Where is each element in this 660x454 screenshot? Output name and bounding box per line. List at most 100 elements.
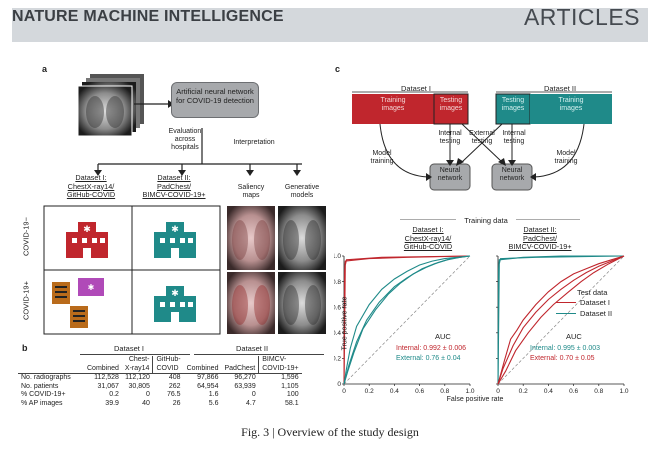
dataset2-title: Dataset II <box>543 84 577 93</box>
col-header: GitHub- COVID <box>152 356 184 374</box>
testing-images-box-1 <box>434 94 468 124</box>
col-header: PadChest <box>224 364 256 372</box>
table-cell: 97,866 <box>197 374 219 381</box>
col-header: Combined <box>186 364 219 372</box>
external-testing-label: External testing <box>469 130 495 145</box>
y-tick-label: 0.2 <box>334 356 341 363</box>
panel-a-figure: ✱ ✱ ✱ ✱ <box>43 74 326 335</box>
saliency-label: Saliency maps <box>237 184 265 199</box>
y-tick-label: 0.8 <box>334 279 341 286</box>
x-tick-label: 0.8 <box>440 388 449 395</box>
section-title: ARTICLES <box>523 4 640 30</box>
svg-text:✱: ✱ <box>171 289 179 299</box>
table-cell: 0.2 <box>109 391 119 398</box>
neural-network-label-2: Neural network <box>499 167 525 182</box>
table-cell: 4.7 <box>246 399 256 407</box>
plot1-auc-label: AUC <box>435 332 451 341</box>
table-header-row: Combined Chest- X-ray14 GitHub- COVID Co… <box>18 356 302 374</box>
panel-a-label: a <box>42 64 48 74</box>
table-row: No. radiographs 112,528 112,120 408 97,8… <box>18 373 302 383</box>
x-tick-label: 0 <box>342 388 346 395</box>
chance-line <box>497 255 625 385</box>
panel-c-label: c <box>335 64 341 74</box>
table-cell: 1.6 <box>208 391 219 398</box>
journal-name: NATURE MACHINE INTELLIGENCE <box>12 8 284 25</box>
row-label: No. radiographs <box>21 374 71 381</box>
legend-swatch-1 <box>556 302 576 303</box>
roc-curve <box>497 255 625 385</box>
svg-text:✱: ✱ <box>171 225 179 235</box>
row-label-pos: COVID-19+ <box>21 281 31 320</box>
row-label: No. patients <box>21 382 59 390</box>
figure-caption: Fig. 3 | Overview of the study design <box>241 425 419 439</box>
table-cell: 26 <box>172 399 181 407</box>
plot2-external-auc: External: 0.70 ± 0.05 <box>530 355 595 362</box>
roc-chart-1: 00.20.40.60.81.000.20.40.60.81.0 <box>334 253 475 395</box>
testing-images-box-2 <box>496 94 530 124</box>
panel-c-diagram <box>352 91 612 220</box>
table-cell: 262 <box>168 382 181 390</box>
plot1-internal-auc: Internal: 0.992 ± 0.006 <box>396 345 467 352</box>
dataset-table: Combined Chest- X-ray14 GitHub- COVID Co… <box>18 356 302 408</box>
roc-curve <box>497 255 625 385</box>
chance-line <box>343 255 471 385</box>
svg-text:✱: ✱ <box>88 283 95 292</box>
table-row: No. patients 31,067 30,805 262 64,954 63… <box>18 383 302 392</box>
table-cell: 1,596 <box>281 374 299 381</box>
hospital-teal-icon: ✱ <box>154 222 196 258</box>
roc-curve <box>343 255 471 385</box>
table-group2: Dataset II <box>236 344 269 353</box>
dataset1-heading: Dataset I: ChestX-ray14/ GitHub-COVID <box>66 173 116 199</box>
y-tick-label: 0.6 <box>334 304 341 311</box>
roc-xlabel: False positive rate <box>446 396 504 403</box>
model-training-label-2: Model training <box>554 150 578 165</box>
dataset1-title: Dataset I <box>400 84 431 93</box>
y-tick-label: 0 <box>337 381 341 388</box>
x-tick-label: 0.6 <box>415 388 424 395</box>
table-cell: 112,120 <box>125 374 150 381</box>
roc-charts: 00.20.40.60.81.000.20.40.60.81.0 00.20.4… <box>334 253 629 395</box>
table-cell: 31,067 <box>97 382 119 390</box>
table-cell: 5.6 <box>208 399 219 407</box>
neural-network-label-1: Neural network <box>437 167 463 182</box>
col-header: Chest- X-ray14 <box>124 356 150 372</box>
training-data-label: Training data <box>456 216 516 225</box>
xray-stack-icon <box>77 74 144 137</box>
panel-b-label: b <box>22 343 28 353</box>
svg-text:✱: ✱ <box>83 225 91 235</box>
x-tick-label: 1.0 <box>619 388 628 395</box>
training-images-box-2 <box>530 94 612 124</box>
row-label: % AP images <box>21 399 63 407</box>
table-cell: 96,270 <box>234 374 256 381</box>
hospital-teal-icon-2: ✱ <box>154 286 196 322</box>
roc-curve <box>497 255 625 385</box>
internal-testing-label-2: Internal testing <box>502 130 526 145</box>
x-tick-label: 0.2 <box>519 388 528 395</box>
y-tick-label: 0.4 <box>334 330 341 337</box>
model-training-label-1: Model training <box>370 150 394 165</box>
table-cell: 64,954 <box>197 382 219 390</box>
plot1-external-auc: External: 0.76 ± 0.04 <box>396 355 461 362</box>
x-tick-label: 0.8 <box>594 388 603 395</box>
eval-label: Evaluation across hospitals <box>168 128 202 151</box>
generative-model-images <box>278 206 326 334</box>
table-cell: 39.9 <box>105 399 119 407</box>
x-tick-label: 0 <box>496 388 500 395</box>
table-cell: 40 <box>142 399 150 407</box>
roc-curve <box>497 255 625 385</box>
testing-images-label-2: Testing images <box>501 97 525 112</box>
table-cell: 76.5 <box>166 391 181 398</box>
roc-ylabel: True positive rate <box>341 296 349 351</box>
col-header: BIMCV- COVID-19+ <box>258 356 302 374</box>
table-row: % AP images 39.9 40 26 5.6 4.7 58.1 <box>18 400 302 409</box>
hospital-red-icon: ✱ <box>66 222 108 258</box>
plot2-title: Dataset II: PadChest/ BIMCV-COVID-19+ <box>508 225 572 251</box>
internal-testing-label-1: Internal testing <box>438 130 462 145</box>
table-group2-rule <box>194 354 324 355</box>
row-label-neg: COVID-19− <box>21 217 31 256</box>
table-cell: 0 <box>251 391 256 398</box>
journal-header-bar <box>12 8 648 42</box>
generative-label: Generative models <box>284 184 320 199</box>
testing-images-label-1: Testing images <box>439 97 463 112</box>
